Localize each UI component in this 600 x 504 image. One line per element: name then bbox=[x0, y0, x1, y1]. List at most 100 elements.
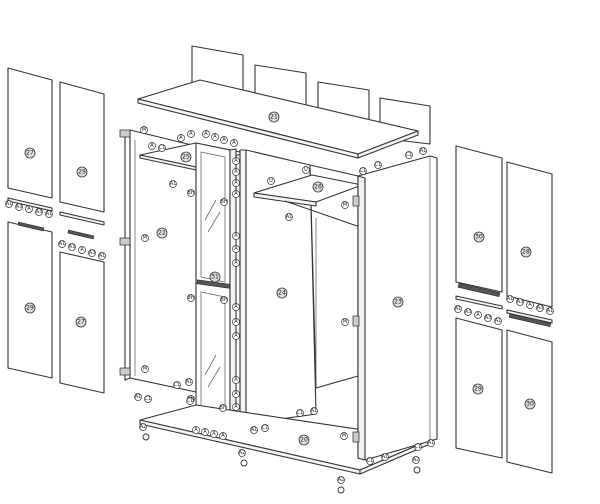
svg-text:A: A bbox=[234, 191, 238, 197]
svg-text:A: A bbox=[150, 143, 154, 149]
left-side-panel bbox=[124, 129, 197, 393]
marker-a-col-13: A bbox=[232, 403, 240, 411]
svg-text:BH: BH bbox=[220, 297, 227, 303]
svg-text:BH: BH bbox=[187, 295, 194, 301]
marker-a-col-7: A bbox=[232, 259, 240, 267]
marker-a-col-8: A bbox=[232, 303, 240, 311]
svg-text:A1: A1 bbox=[382, 454, 389, 460]
right-cavity bbox=[253, 164, 363, 389]
svg-text:C1: C1 bbox=[297, 410, 304, 416]
marker-a-col-10: A bbox=[232, 332, 240, 340]
hinges bbox=[119, 129, 360, 443]
svg-text:A: A bbox=[234, 404, 238, 410]
svg-text:A1: A1 bbox=[46, 211, 53, 217]
svg-text:A1: A1 bbox=[428, 440, 435, 446]
marker-c1-b7: C1 bbox=[414, 443, 422, 451]
svg-text:BH: BH bbox=[220, 199, 227, 205]
svg-text:A3: A3 bbox=[485, 315, 492, 321]
svg-text:C1: C1 bbox=[159, 145, 166, 151]
marker-a-2: A bbox=[177, 134, 185, 142]
svg-text:A3: A3 bbox=[36, 209, 43, 215]
marker-a-col-5: A bbox=[232, 232, 240, 240]
marker-bh-4: BH bbox=[220, 296, 228, 304]
marker-m-3: M bbox=[141, 365, 149, 373]
marker-ld-10: A1 bbox=[98, 252, 106, 260]
label-25: 25 bbox=[180, 151, 192, 163]
label-30-bottom-right: 30 bbox=[524, 398, 536, 410]
marker-rd-6: A1 bbox=[506, 295, 514, 303]
marker-a-5: A bbox=[211, 133, 219, 141]
marker-a-col-6: A bbox=[232, 245, 240, 253]
svg-text:24: 24 bbox=[278, 290, 286, 297]
svg-text:23: 23 bbox=[394, 299, 402, 306]
svg-text:A: A bbox=[222, 137, 226, 143]
marker-ld-2: A3 bbox=[15, 203, 23, 211]
svg-text:C1: C1 bbox=[375, 162, 382, 168]
svg-text:M: M bbox=[143, 235, 147, 241]
svg-text:A2: A2 bbox=[239, 450, 246, 456]
svg-text:A1: A1 bbox=[286, 214, 293, 220]
marker-u-2: U bbox=[267, 177, 275, 185]
svg-text:29: 29 bbox=[78, 169, 86, 176]
marker-a2-2: A2 bbox=[238, 449, 246, 457]
label-29-bottom-right: 29 bbox=[472, 383, 484, 395]
left-door-panels bbox=[7, 67, 105, 394]
marker-bh-3: BH bbox=[187, 294, 195, 302]
svg-text:U: U bbox=[304, 167, 308, 173]
marker-bh-1: BH bbox=[187, 189, 195, 197]
marker-m-1: M bbox=[140, 126, 148, 134]
svg-text:26: 26 bbox=[314, 184, 322, 191]
hardware-markers: M M M M M M A C1 A A A A A A A A A A A A… bbox=[5, 126, 554, 484]
label-23: 23 bbox=[392, 296, 404, 308]
marker-a1-b1: A1 bbox=[134, 393, 142, 401]
marker-rd-5: A1 bbox=[494, 317, 502, 325]
svg-text:M: M bbox=[343, 319, 347, 325]
svg-text:C1: C1 bbox=[187, 398, 194, 404]
svg-text:A: A bbox=[234, 377, 238, 383]
svg-text:A: A bbox=[27, 206, 31, 212]
svg-text:A: A bbox=[234, 158, 238, 164]
svg-text:C1: C1 bbox=[367, 458, 374, 464]
svg-text:22: 22 bbox=[158, 230, 166, 237]
svg-text:A: A bbox=[476, 312, 480, 318]
marker-a1-b6: A1 bbox=[427, 439, 435, 447]
marker-rd-9: A3 bbox=[536, 304, 544, 312]
marker-ld-3: A bbox=[25, 205, 33, 213]
svg-text:A3: A3 bbox=[89, 250, 96, 256]
marker-a-b3: A bbox=[210, 430, 218, 438]
svg-text:A1: A1 bbox=[251, 427, 258, 433]
marker-a2-1: A2 bbox=[139, 423, 147, 431]
svg-text:BH: BH bbox=[187, 190, 194, 196]
marker-c1-4: C1 bbox=[405, 151, 413, 159]
label-29-top-left: 29 bbox=[76, 166, 88, 178]
label-31: 31 bbox=[209, 271, 221, 283]
svg-text:C1: C1 bbox=[415, 444, 422, 450]
svg-text:31: 31 bbox=[211, 274, 219, 281]
label-26: 26 bbox=[312, 181, 324, 193]
svg-text:A: A bbox=[234, 169, 238, 175]
marker-rd-10: A1 bbox=[546, 307, 554, 315]
marker-a1-1: A1 bbox=[169, 180, 177, 188]
marker-ld-9: A3 bbox=[88, 249, 96, 257]
svg-text:C1: C1 bbox=[360, 168, 367, 174]
marker-a1-b2: A1 bbox=[185, 378, 193, 386]
svg-text:A2: A2 bbox=[413, 457, 420, 463]
marker-a2-4: A2 bbox=[412, 456, 420, 464]
marker-a1-b5: A1 bbox=[381, 453, 389, 461]
marker-rd-4: A3 bbox=[484, 314, 492, 322]
marker-a1-b4: A1 bbox=[310, 407, 318, 415]
marker-a2-3: A2 bbox=[337, 476, 345, 484]
marker-ld-5: A1 bbox=[45, 210, 53, 218]
right-side-panel bbox=[357, 155, 438, 461]
svg-text:BH: BH bbox=[219, 405, 226, 411]
marker-c1-3: C1 bbox=[374, 161, 382, 169]
marker-rd-8: A bbox=[526, 301, 534, 309]
svg-text:A: A bbox=[234, 391, 238, 397]
marker-c1-1: C1 bbox=[158, 144, 166, 152]
marker-a-col-12: A bbox=[232, 390, 240, 398]
svg-text:A: A bbox=[203, 429, 207, 435]
svg-text:27: 27 bbox=[26, 150, 34, 157]
marker-a-col-2: A bbox=[232, 168, 240, 176]
marker-u-1: U bbox=[302, 166, 310, 174]
